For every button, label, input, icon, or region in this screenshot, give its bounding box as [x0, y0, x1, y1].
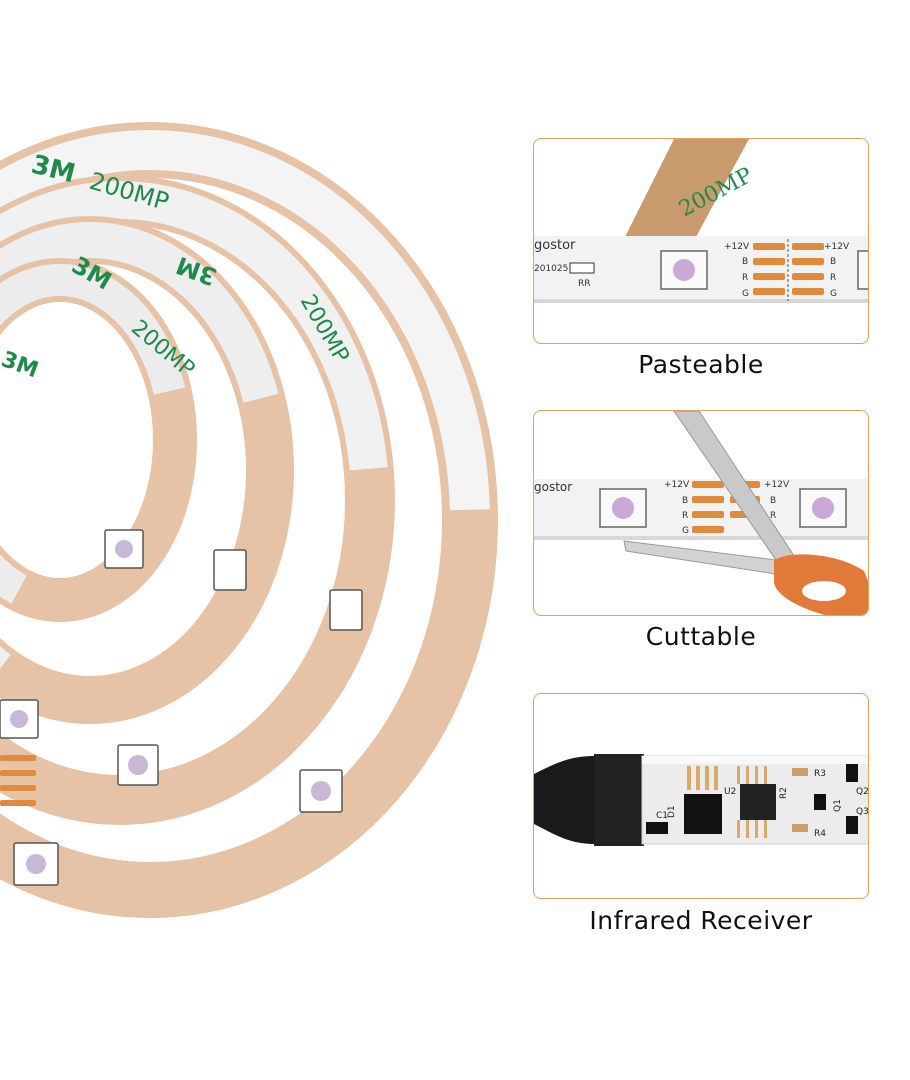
- infrared-caption: Infrared Receiver: [589, 906, 813, 935]
- svg-text:R: R: [830, 273, 836, 283]
- svg-text:R3: R3: [814, 769, 826, 779]
- strip-v12-left: +12V: [724, 242, 750, 252]
- strip-code: 201025: [534, 264, 568, 274]
- svg-text:+12V: +12V: [664, 480, 690, 490]
- svg-text:R: R: [770, 511, 776, 521]
- strip-v12-right: +12V: [824, 242, 850, 252]
- led-strip-coil-image: 3M 200MP 3M 200MP 3M 200MP 3M: [0, 122, 498, 918]
- pasteable-strip-image: 200MP gostor 201025 RR +12V B R G +12V: [534, 139, 868, 303]
- svg-text:R: R: [742, 273, 748, 283]
- pasteable-caption: Pasteable: [638, 350, 764, 379]
- scissors-icon: [623, 411, 868, 615]
- svg-text:G: G: [682, 526, 689, 536]
- svg-text:Q1: Q1: [833, 799, 843, 812]
- svg-text:B: B: [742, 257, 748, 267]
- svg-text:G: G: [830, 289, 837, 299]
- cuttable-strip-image: gostor +12V B R G +12V B R G: [534, 411, 868, 615]
- cuttable-caption: Cuttable: [645, 622, 757, 651]
- svg-text:B: B: [770, 496, 776, 506]
- pasteable-panel: 200MP gostor 201025 RR +12V B R G +12V: [533, 138, 869, 344]
- svg-text:U2: U2: [724, 787, 736, 797]
- infrared-receiver-image: C1 D1 U2 R2 R3 R4 Q1 Q2 Q3: [534, 754, 869, 846]
- svg-text:D1: D1: [667, 805, 677, 818]
- svg-text:+12V: +12V: [764, 480, 790, 490]
- svg-text:gostor: gostor: [534, 480, 572, 494]
- svg-text:Q2: Q2: [856, 787, 869, 797]
- svg-text:Q3: Q3: [856, 807, 869, 817]
- svg-text:R4: R4: [814, 829, 826, 839]
- svg-text:C1: C1: [656, 811, 668, 821]
- cuttable-panel: gostor +12V B R G +12V B R G: [533, 410, 869, 616]
- svg-text:B: B: [830, 257, 836, 267]
- svg-text:R: R: [682, 511, 688, 521]
- svg-text:3M: 3M: [0, 347, 41, 383]
- svg-text:B: B: [682, 496, 688, 506]
- svg-text:R2: R2: [779, 787, 789, 799]
- strip-brand: gostor: [534, 238, 576, 253]
- svg-text:G: G: [742, 289, 749, 299]
- infrared-panel: C1 D1 U2 R2 R3 R4 Q1 Q2 Q3: [533, 693, 869, 899]
- strip-resistor: RR: [578, 279, 591, 289]
